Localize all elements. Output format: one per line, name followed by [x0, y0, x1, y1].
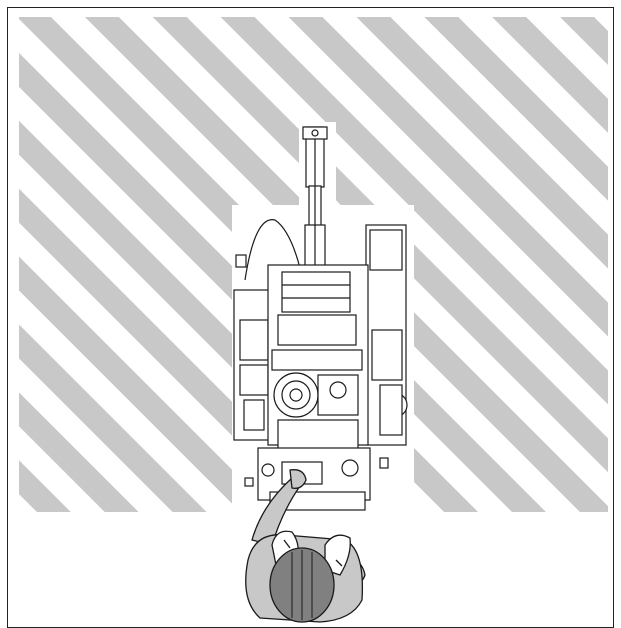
machine-outline — [233, 126, 408, 511]
hazard-zone — [19, 17, 608, 512]
hard-hat-icon — [269, 547, 335, 623]
boom-arm — [302, 126, 328, 271]
engine-block — [273, 372, 359, 418]
